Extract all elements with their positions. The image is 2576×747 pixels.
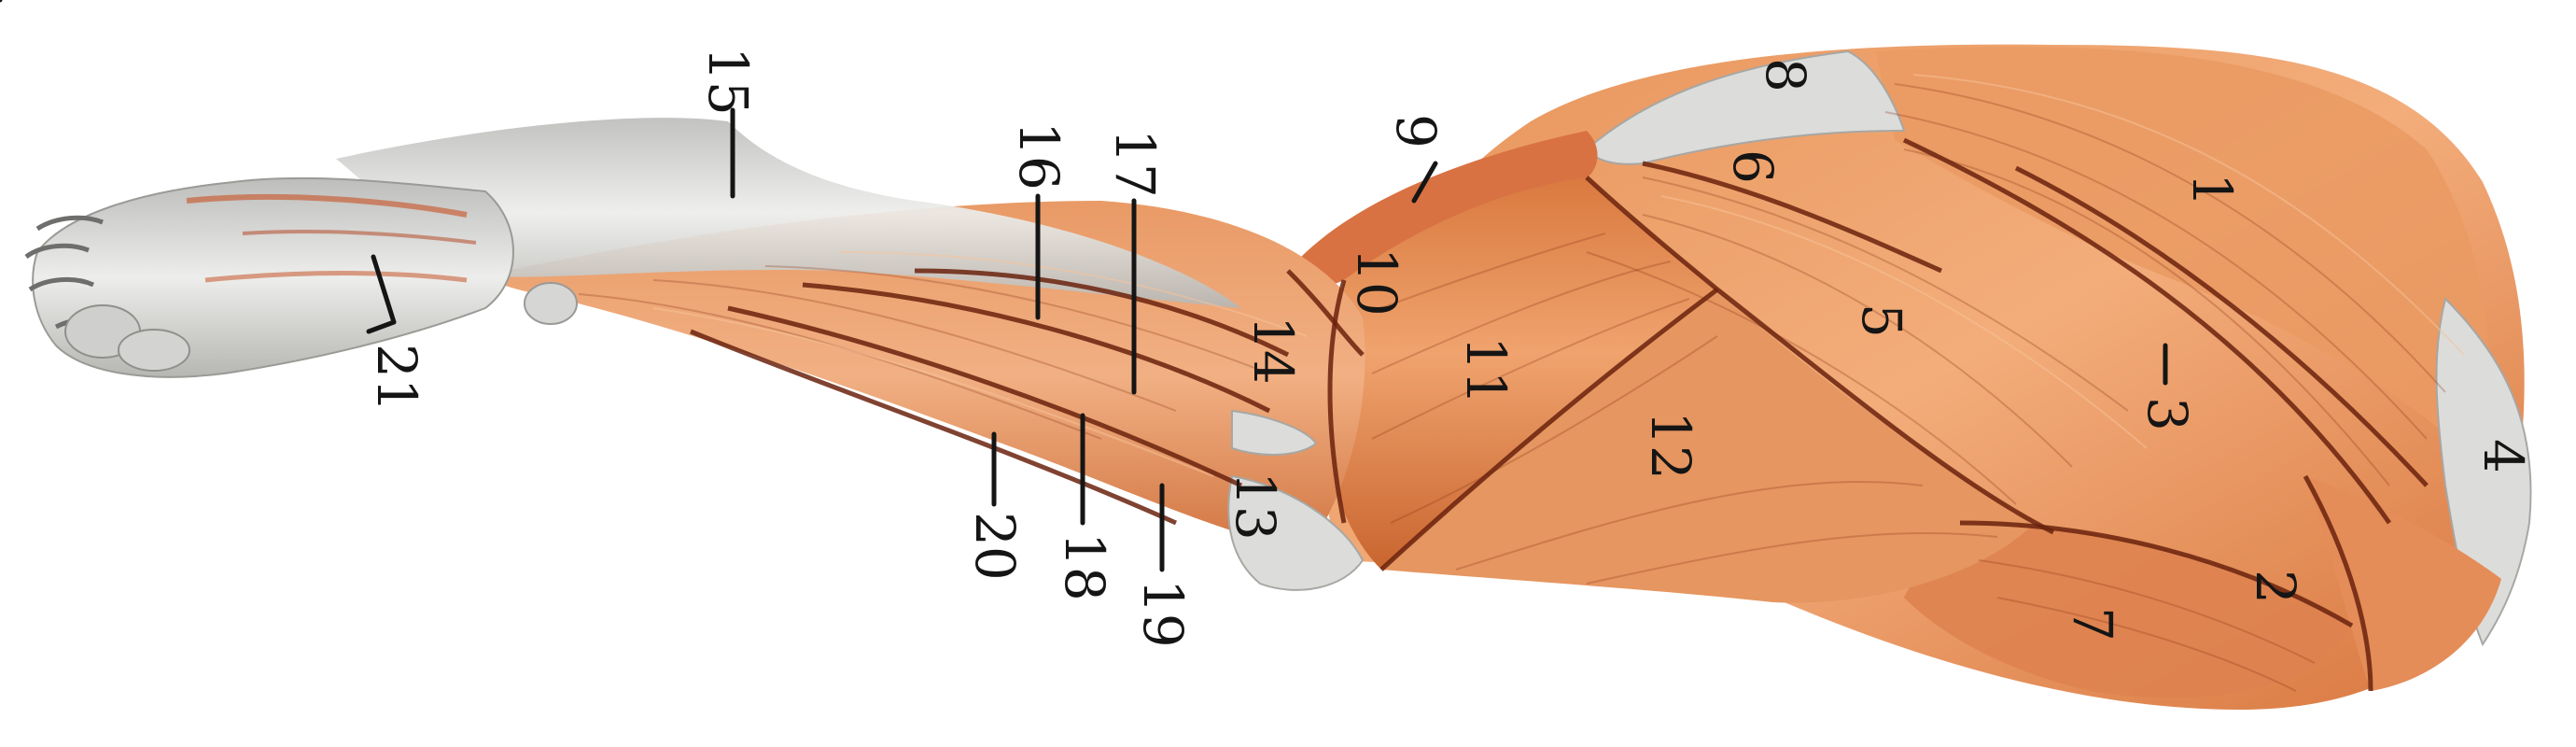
claw-1 — [35, 215, 104, 232]
label-5: 5 — [1850, 303, 1913, 338]
label-15: 15 — [696, 47, 760, 116]
forearm-tendon-sheet — [336, 118, 1241, 308]
label-12: 12 — [1639, 411, 1702, 480]
muscle-7 — [1904, 523, 2352, 698]
label-21: 21 — [365, 344, 428, 413]
muscle-borders — [690, 137, 2429, 692]
label-2: 2 — [2244, 570, 2307, 604]
muscle-2 — [2305, 476, 2501, 691]
label-6: 6 — [1721, 149, 1785, 184]
limb — [24, 44, 2532, 711]
carpal-pad — [524, 282, 578, 325]
label-4: 4 — [2471, 439, 2535, 473]
claw-3 — [28, 276, 95, 292]
toe-pad — [118, 329, 190, 372]
label-1: 1 — [2180, 173, 2244, 207]
label-17: 17 — [1103, 129, 1167, 198]
label-8: 8 — [1754, 58, 1817, 92]
label-10: 10 — [1345, 247, 1408, 317]
fibre-texture — [578, 74, 2465, 692]
label-9: 9 — [1384, 114, 1448, 148]
label-16: 16 — [1007, 121, 1071, 190]
muscle-12 — [1381, 289, 2035, 603]
olecranon — [1227, 474, 1365, 591]
muscle-11 — [1323, 177, 1717, 570]
label-11: 11 — [1454, 336, 1518, 405]
leader-line-9 — [1411, 161, 1438, 204]
tendon-14 — [1231, 409, 1318, 456]
leader-lines — [0, 0, 2168, 572]
paw — [24, 176, 514, 378]
number-labels: 1 2 3 4 5 6 7 8 9 10 11 12 13 14 15 16 1… — [365, 47, 2535, 648]
label-7: 7 — [2061, 607, 2124, 641]
muscle-1 — [1876, 47, 2490, 467]
tendon-8 — [1585, 49, 1906, 165]
label-19: 19 — [1131, 579, 1195, 648]
label-13: 13 — [1224, 472, 1287, 541]
muscle-10 — [1288, 131, 1598, 286]
label-14: 14 — [1241, 316, 1305, 385]
label-18: 18 — [1053, 532, 1116, 601]
label-3: 3 — [2135, 397, 2199, 431]
leader-line-21b — [366, 319, 397, 334]
label-20: 20 — [963, 512, 1027, 581]
claw-2 — [24, 243, 90, 260]
leader-line-21 — [371, 254, 397, 325]
